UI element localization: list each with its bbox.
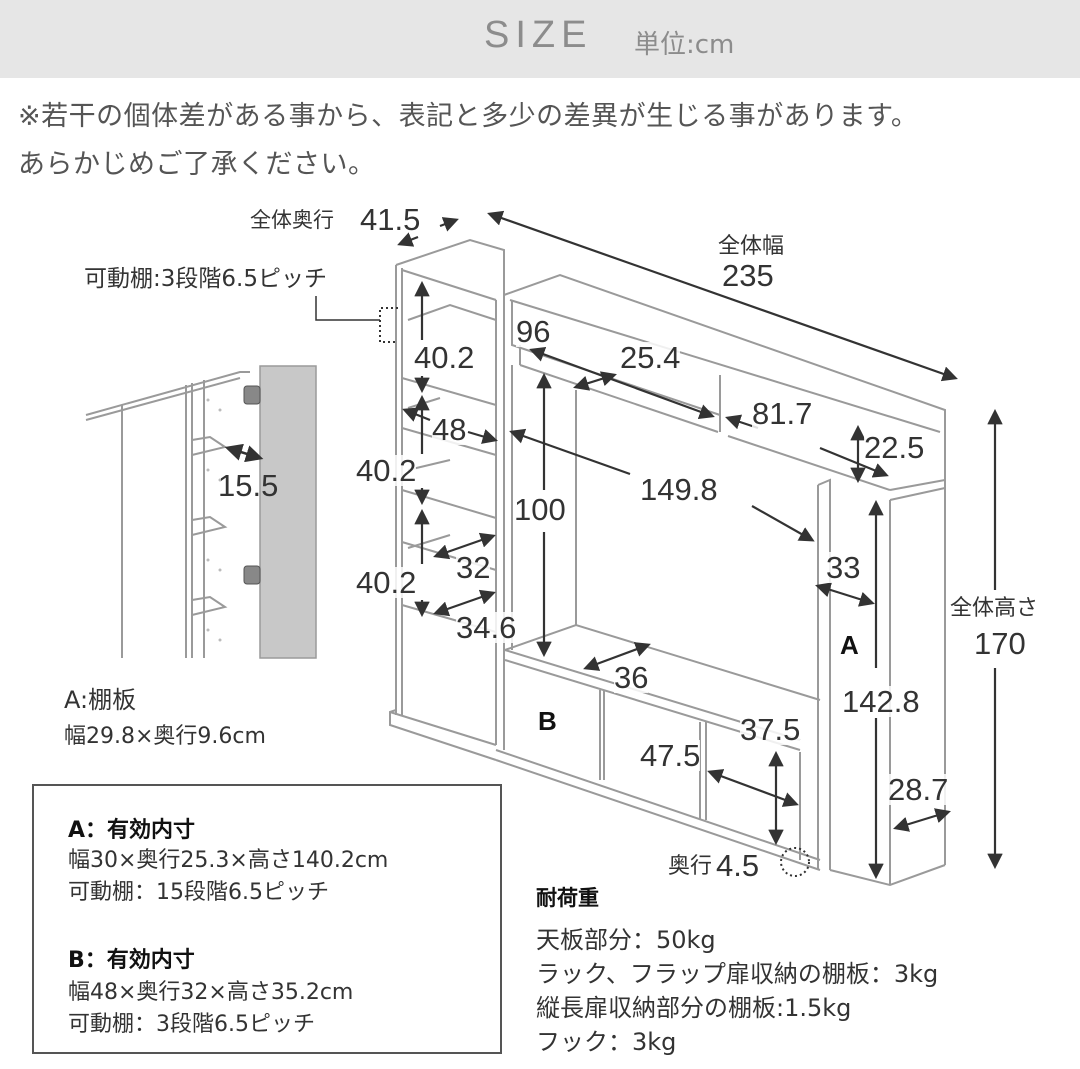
dim-tower-inner-height: 142.8 xyxy=(842,684,920,719)
load-item: ラック、フラップ扉収納の棚板：3kg xyxy=(536,960,939,988)
dim-left-shelf-h1: 40.2 xyxy=(414,340,475,375)
overall-depth-label: 全体奥行 xyxy=(250,208,334,232)
door-panel xyxy=(259,365,317,659)
dim-left-width: 48 xyxy=(432,412,467,447)
overall-height-label: 全体高さ xyxy=(950,596,1039,621)
callout-leader xyxy=(315,296,380,321)
unit-label: 単位:cm xyxy=(634,30,735,60)
overall-depth-value: 41.5 xyxy=(360,202,421,237)
shelf-detail-depth: 15.5 xyxy=(218,468,279,503)
region-label-b: B xyxy=(538,706,557,736)
spec-b-size: 幅48×奥行32×高さ35.2cm xyxy=(68,980,354,1005)
overall-width-value: 235 xyxy=(722,258,774,293)
spec-a-title: A：有効内寸 xyxy=(68,818,196,843)
callout-dotted xyxy=(379,307,810,877)
dim-low-width: 47.5 xyxy=(640,738,701,773)
foot-depth-label: 奥行 xyxy=(668,854,713,879)
load-capacity-title: 耐荷重 xyxy=(536,886,599,910)
dim-tv-space-height: 100 xyxy=(514,492,566,527)
spec-b-shelf: 可動棚：3段階6.5ピッチ xyxy=(68,1012,315,1037)
inner-dimensions-box: A：有効内寸 幅30×奥行25.3×高さ140.2cm 可動棚：15段階6.5ピ… xyxy=(32,784,502,1054)
dim-upper-depth: 25.4 xyxy=(620,340,681,375)
load-item: フック：3kg xyxy=(536,1028,677,1056)
dim-right-upper-width: 81.7 xyxy=(752,396,813,431)
shelf-caption-title: A:棚板 xyxy=(64,686,137,714)
adjustable-shelf-top-note: 可動棚:3段階6.5ピッチ xyxy=(84,266,327,292)
dim-tower-width: 33 xyxy=(826,550,861,585)
dim-left-depth-1: 32 xyxy=(456,550,491,585)
notice-line-1: ※若干の個体差がある事から、表記と多少の差異が生じる事があります。 xyxy=(18,101,919,132)
shelf-caption-size: 幅29.8×奥行9.6cm xyxy=(64,724,266,749)
dim-tower-depth: 28.7 xyxy=(888,772,949,807)
load-item: 天板部分：50kg xyxy=(536,926,716,954)
region-label-a: A xyxy=(840,630,859,660)
overall-width-label: 全体幅 xyxy=(718,234,785,259)
dimension-arrows xyxy=(397,210,1003,880)
dim-tv-space-width: 149.8 xyxy=(640,472,718,507)
dim-left-shelf-h3: 40.2 xyxy=(356,565,417,600)
spec-b-title: B：有効内寸 xyxy=(68,948,195,973)
hinge-icon xyxy=(243,385,261,585)
overall-height-value: 170 xyxy=(974,626,1026,661)
dim-upper-width: 96 xyxy=(516,314,551,349)
dim-left-depth-2: 34.6 xyxy=(456,610,517,645)
header-bar: SIZE 単位:cm xyxy=(0,0,1080,78)
dim-left-shelf-h2: 40.2 xyxy=(356,453,417,488)
spec-a-shelf: 可動棚：15段階6.5ピッチ xyxy=(68,880,329,905)
shelf-detail-drawing xyxy=(85,371,250,658)
load-item: 縦長扉収納部分の棚板:1.5kg xyxy=(536,994,852,1022)
spec-a-size: 幅30×奥行25.3×高さ140.2cm xyxy=(68,848,389,873)
page-title: SIZE xyxy=(484,14,593,56)
foot-depth-value: 4.5 xyxy=(716,848,760,883)
dim-upper-height: 22.5 xyxy=(864,430,925,465)
dim-tv-board-depth: 36 xyxy=(614,660,649,695)
notice-line-2: あらかじめご了承ください。 xyxy=(18,149,376,180)
dim-low-height: 37.5 xyxy=(740,712,801,747)
